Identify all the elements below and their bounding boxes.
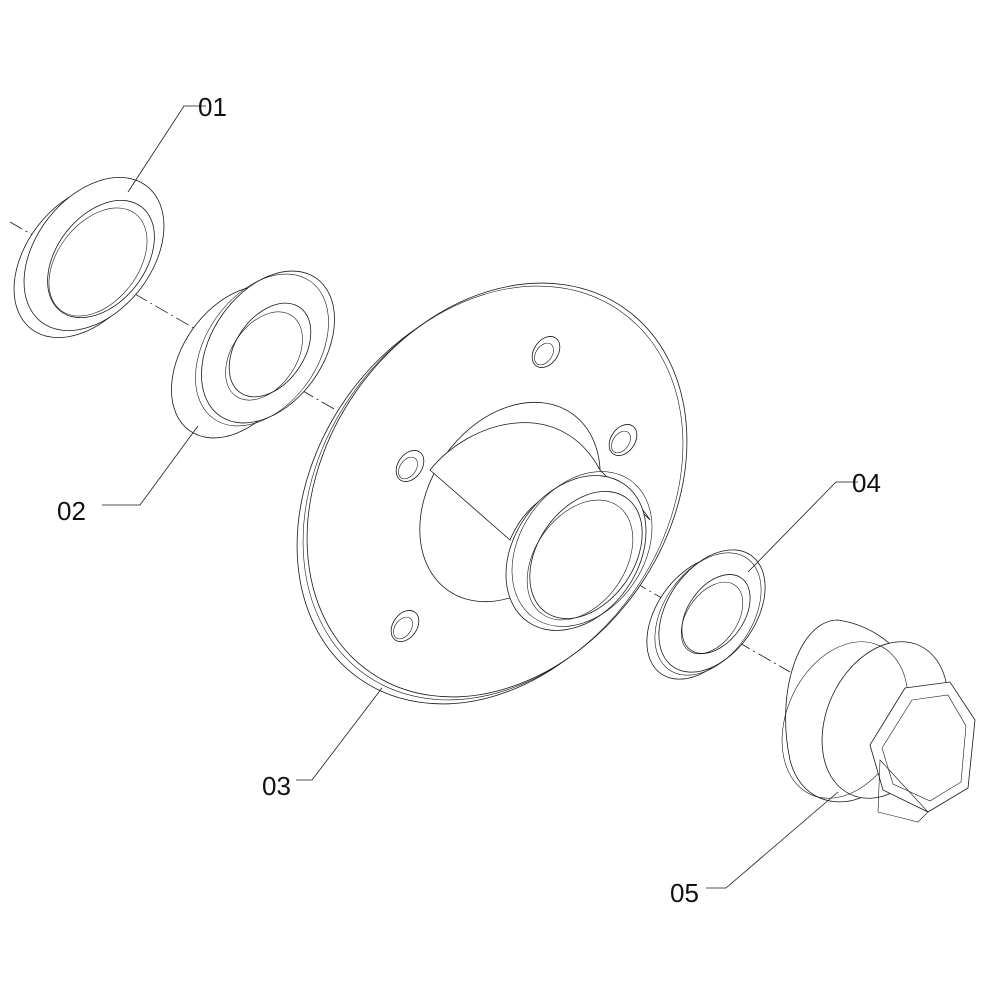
leader-02 bbox=[102, 425, 199, 506]
part-01-washer bbox=[13, 176, 165, 339]
callout-01: 01 bbox=[198, 92, 227, 122]
callout-04: 04 bbox=[852, 468, 881, 498]
callout-05: 05 bbox=[670, 878, 699, 908]
leader-04 bbox=[747, 481, 858, 573]
leader-01 bbox=[127, 105, 206, 193]
part-05-hex-cap bbox=[781, 619, 976, 823]
callout-03: 03 bbox=[262, 771, 291, 801]
callout-02: 02 bbox=[57, 496, 86, 526]
leader-05 bbox=[706, 791, 839, 889]
part-02-bearing bbox=[171, 270, 335, 439]
hex-nut bbox=[869, 681, 976, 823]
part-03-hub bbox=[296, 282, 688, 705]
bolt-holes bbox=[390, 336, 638, 642]
leader-03 bbox=[296, 687, 383, 781]
part-04-bearing bbox=[646, 549, 766, 680]
